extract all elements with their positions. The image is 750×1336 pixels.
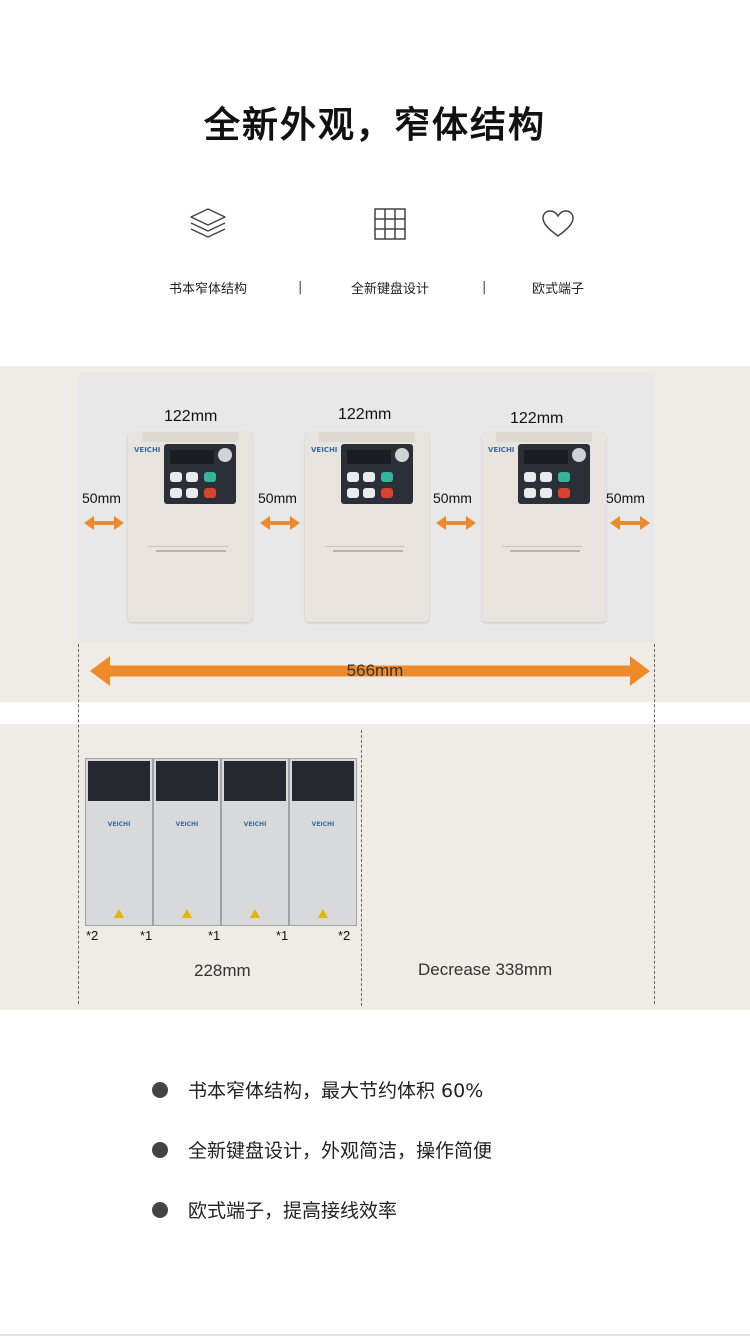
feature-european-terminal: 欧式端子	[458, 200, 658, 297]
gap-label: 50mm	[606, 490, 645, 506]
warning-icon	[318, 909, 328, 918]
brand-logo: VEICHI	[134, 446, 161, 454]
gap-label: 50mm	[433, 490, 472, 506]
total-old-label: 566mm	[346, 661, 404, 680]
warning-icon	[182, 909, 192, 918]
slim-inverter-unit: VEICHI	[153, 758, 221, 926]
grid-icon	[290, 200, 490, 248]
brand-logo: VEICHI	[311, 821, 335, 828]
bullet-text: 书本窄体结构，最大节约体积 60%	[188, 1080, 484, 1102]
brand-logo: VEICHI	[175, 821, 199, 828]
separator: |	[482, 280, 487, 295]
brand-logo: VEICHI	[107, 821, 131, 828]
clearance-mark: *2	[86, 928, 99, 943]
dashed-guide	[361, 730, 362, 1006]
feature-keyboard-design: 全新键盘设计	[290, 200, 490, 297]
gap-label: 50mm	[258, 490, 297, 506]
separator: |	[298, 280, 303, 295]
dashed-guide	[654, 644, 655, 1004]
decrease-label: Decrease 338mm	[418, 960, 553, 979]
heart-icon	[458, 200, 658, 248]
feature-label: 书本窄体结构	[168, 282, 247, 297]
bullet-dot	[152, 1201, 168, 1218]
feature-label: 欧式端子	[531, 282, 584, 297]
brand-logo: VEICHI	[243, 821, 267, 828]
unit-width-label: 122mm	[338, 406, 392, 423]
unit-width-label: 122mm	[164, 408, 218, 425]
layers-icon	[108, 200, 308, 248]
bullet-dot	[152, 1081, 168, 1098]
clearance-mark: *1	[140, 928, 153, 943]
gap-label: 50mm	[82, 490, 121, 506]
slim-inverter-unit: VEICHI	[221, 758, 289, 926]
bullet-item: 全新键盘设计，外观简洁，操作简便	[152, 1136, 492, 1163]
bottom-divider	[0, 1334, 750, 1336]
inverter-unit: VEICHI	[305, 432, 429, 622]
warning-icon	[250, 909, 260, 918]
brand-logo: VEICHI	[488, 446, 515, 454]
feature-narrow-structure: 书本窄体结构	[108, 200, 308, 297]
feature-label: 全新键盘设计	[350, 282, 429, 297]
clearance-mark: *1	[276, 928, 289, 943]
brand-logo: VEICHI	[311, 446, 338, 454]
bullet-item: 欧式端子，提高接线效率	[152, 1196, 397, 1223]
clearance-mark: *1	[208, 928, 221, 943]
bullet-item: 书本窄体结构，最大节约体积 60%	[152, 1076, 483, 1103]
page-title: 全新外观，窄体结构	[203, 105, 546, 146]
slim-inverter-unit: VEICHI	[289, 758, 357, 926]
inverter-unit: VEICHI	[482, 432, 606, 622]
unit-width-label: 122mm	[510, 410, 564, 427]
inverter-unit: VEICHI	[128, 432, 252, 622]
bullet-dot	[152, 1141, 168, 1158]
dashed-guide	[78, 644, 79, 1004]
slim-inverter-unit: VEICHI	[85, 758, 153, 926]
warning-icon	[114, 909, 124, 918]
total-new-label: 228mm	[194, 961, 251, 980]
clearance-mark: *2	[338, 928, 351, 943]
bullet-text: 全新键盘设计，外观简洁，操作简便	[188, 1140, 493, 1162]
bullet-text: 欧式端子，提高接线效率	[188, 1200, 398, 1222]
